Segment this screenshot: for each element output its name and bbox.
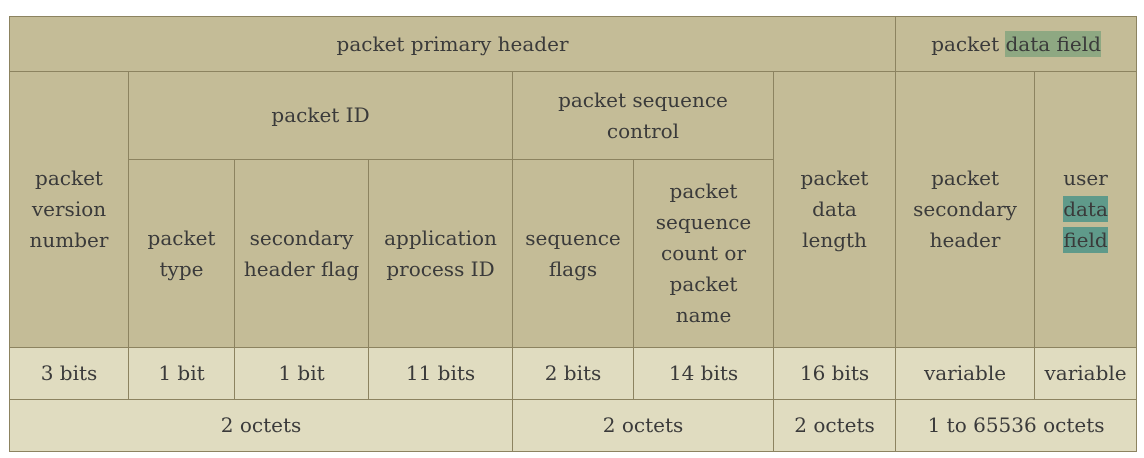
- field-group-row: packet version number packet ID packet s…: [9, 71, 1138, 348]
- secondary-header-flag-label: secondary header flag: [243, 225, 360, 281]
- octets-row: 2 octets 2 octets 2 octets 1 to 65536 oc…: [9, 399, 1138, 452]
- sequence-control-cell: packet sequence control: [512, 71, 774, 160]
- packet-type-cell: packet type: [128, 159, 235, 348]
- data-length-octets: 2 octets: [772, 399, 897, 452]
- packet-id-cell: packet ID: [128, 71, 513, 160]
- data-field-cell: packet data field: [895, 16, 1138, 72]
- type-bits: 1 bit: [128, 347, 235, 400]
- apid-bits: 11 bits: [368, 347, 513, 400]
- packet-id-label: packet ID: [271, 103, 370, 127]
- secondary-header-label: packet secondary header: [913, 166, 1017, 252]
- packet-id-octets: 2 octets: [9, 399, 513, 452]
- version-number-label: packet version number: [29, 166, 109, 252]
- sequence-flags-cell: sequence flags: [512, 159, 634, 348]
- seq-flags-bits: 2 bits: [512, 347, 634, 400]
- version-bits: 3 bits: [9, 347, 129, 400]
- header-row: packet primary header packet data field: [8, 16, 1138, 72]
- primary-header-cell: packet primary header: [8, 16, 897, 72]
- application-process-id-label: application process ID: [384, 225, 497, 281]
- sequence-flags-label: sequence flags: [525, 225, 621, 281]
- sequence-count-cell: packet sequence count or packet name: [633, 159, 774, 348]
- data-length-cell: packet data length: [772, 71, 897, 348]
- user-data-prefix: user: [1063, 166, 1108, 190]
- sec-flag-bits: 1 bit: [234, 347, 369, 400]
- seq-control-octets: 2 octets: [512, 399, 774, 452]
- primary-header-label: packet primary header: [336, 31, 569, 56]
- secondary-header-bits: variable: [895, 347, 1036, 400]
- data-length-label: packet data length: [800, 166, 869, 252]
- data-length-bits: 16 bits: [772, 347, 897, 400]
- packet-type-label: packet type: [147, 225, 216, 281]
- packet-structure-table: packet primary header packet data field …: [8, 16, 1138, 452]
- sequence-control-label: packet sequence control: [558, 87, 728, 143]
- seq-count-bits: 14 bits: [633, 347, 774, 400]
- secondary-header-flag-cell: secondary header flag: [234, 159, 369, 348]
- sequence-count-label: packet sequence count or packet name: [655, 179, 752, 327]
- data-field-prefix: packet: [931, 31, 1006, 56]
- user-data-highlight: data field: [1063, 196, 1108, 253]
- bits-row: 3 bits 1 bit 1 bit 11 bits 2 bits 14 bit…: [9, 347, 1138, 400]
- data-field-octets: 1 to 65536 octets: [895, 399, 1138, 452]
- version-number-cell: packet version number: [9, 71, 129, 348]
- user-data-field-label: user data field: [1056, 163, 1116, 256]
- data-field-highlight: data field: [1005, 30, 1101, 57]
- user-data-bits: variable: [1034, 347, 1138, 400]
- secondary-header-cell: packet secondary header: [895, 71, 1036, 348]
- user-data-field-cell: user data field: [1034, 71, 1138, 348]
- application-process-id-cell: application process ID: [368, 159, 513, 348]
- cropped-caption-strip: [0, 0, 1144, 16]
- subfield-row: packet type secondary header flag applic…: [10, 159, 1137, 348]
